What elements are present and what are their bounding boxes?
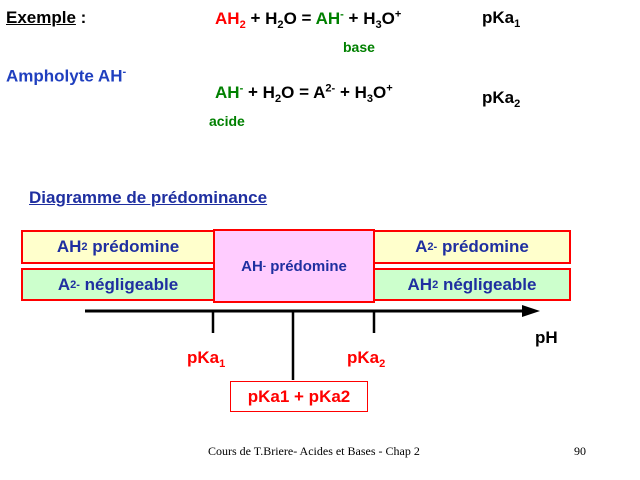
r1-reactant: AH2	[215, 8, 246, 31]
r2-hydronium: H3O+	[354, 82, 393, 105]
r1-base-label: base	[343, 39, 375, 55]
r2-product: A2-	[313, 82, 336, 102]
r1-equals: =	[301, 8, 312, 28]
example-label: Exemple :	[6, 8, 86, 28]
r1-product: AH-	[315, 8, 344, 28]
pka1-label: pKa1	[187, 348, 226, 370]
pka2-label: pKa2	[347, 348, 386, 370]
example-colon: :	[80, 8, 87, 27]
r2-pka: pKa2	[482, 88, 521, 110]
reaction-1: AH2 + H2O = AH- + H3O+	[215, 8, 401, 30]
r1-plus2: +	[348, 8, 359, 28]
r1-pka: pKa1	[482, 8, 521, 30]
page-number: 90	[574, 444, 586, 458]
axis-arrow-icon	[522, 305, 540, 317]
r1-water: H2O	[265, 8, 297, 31]
box-middle: AH- prédomine	[213, 229, 375, 303]
r2-plus1: +	[247, 82, 258, 102]
r2-water: H2O	[262, 82, 295, 105]
diagram-title: Diagramme de prédominance	[29, 188, 268, 207]
footer-text: Cours de T.Briere- Acides et Bases - Cha…	[208, 444, 420, 458]
midpoint-label: pKa1 + pKa2	[230, 381, 368, 412]
r2-equals: =	[299, 82, 309, 102]
r2-plus2: +	[339, 82, 350, 102]
r2-reactant: AH-	[215, 82, 244, 102]
reaction-2: AH- + H2O = A2- + H3O+	[215, 82, 393, 104]
r2-acide-label: acide	[209, 113, 245, 129]
r1-hydronium: H3O+	[363, 8, 402, 31]
axis-label-ph: pH	[535, 328, 558, 347]
example-word: Exemple	[6, 8, 76, 27]
ampholyte-label: Ampholyte AH-	[6, 66, 127, 86]
r1-plus1: +	[250, 8, 261, 28]
